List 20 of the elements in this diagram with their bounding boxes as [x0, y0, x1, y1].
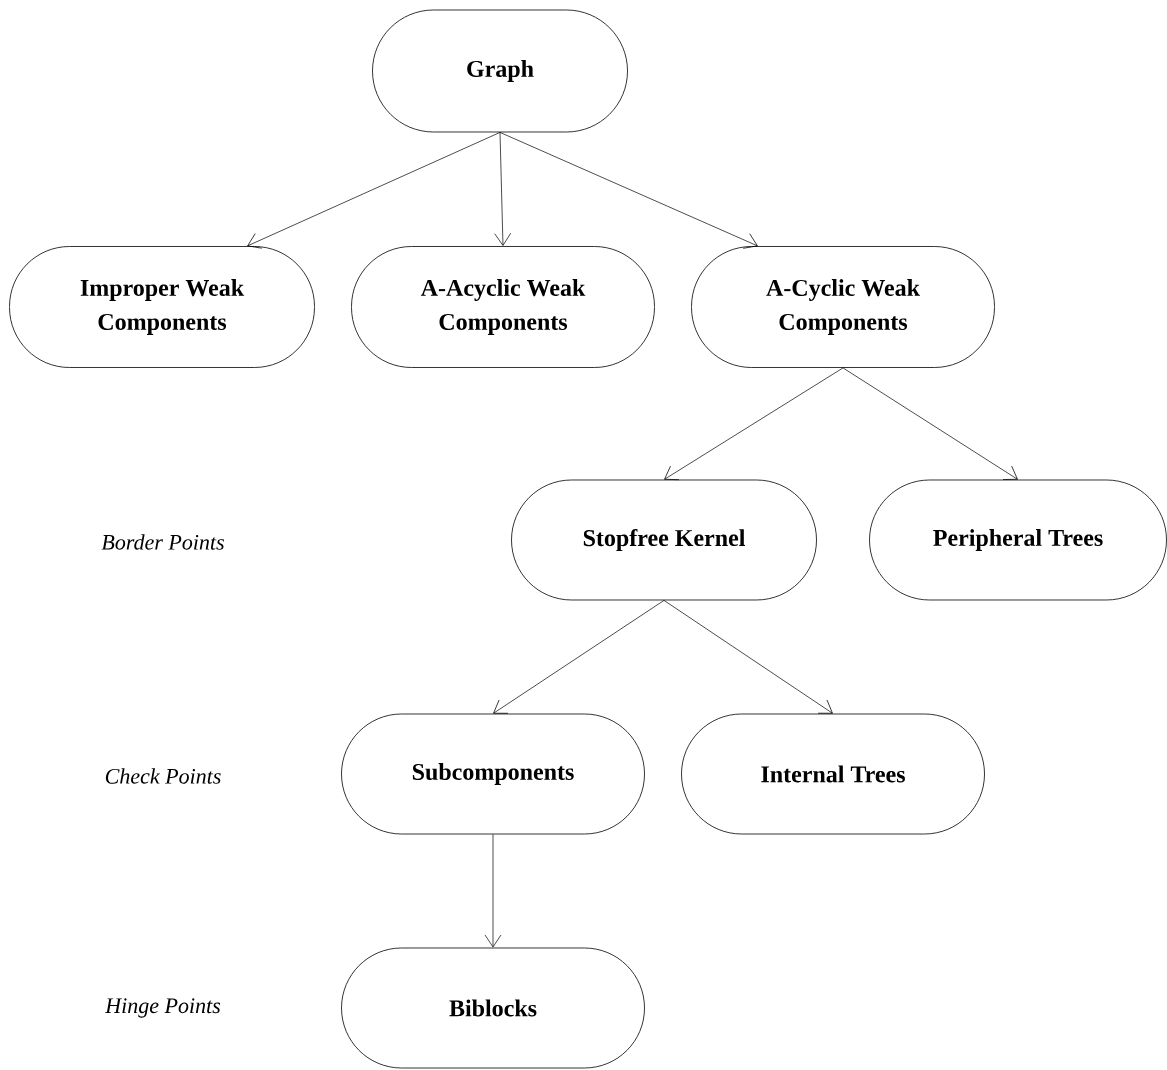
rounded-box: A-Cyclic Weak Components	[691, 246, 995, 368]
arrow	[247, 132, 501, 249]
rounded-box: Stopfree Kernel	[511, 479, 817, 601]
rounded-box: A-Acyclic Weak Components	[351, 246, 655, 368]
side-label: Hinge Points	[105, 998, 221, 1018]
arrow	[842, 367, 1018, 480]
arrow	[493, 600, 665, 714]
arrow	[494, 132, 512, 246]
arrow	[663, 600, 833, 714]
rounded-box: Peripheral Trees	[869, 479, 1167, 601]
rounded-box: Biblocks	[341, 947, 645, 1069]
rounded-box: Graph	[372, 9, 628, 133]
arrow	[499, 132, 758, 249]
rounded-box: Internal Trees	[681, 713, 985, 835]
arrow	[484, 834, 502, 948]
rounded-box: Subcomponents	[341, 713, 645, 835]
side-label: Check Points	[105, 768, 221, 784]
side-label: Border Points	[101, 534, 224, 550]
rounded-box: Improper Weak Components	[9, 246, 315, 368]
arrow	[664, 367, 844, 481]
